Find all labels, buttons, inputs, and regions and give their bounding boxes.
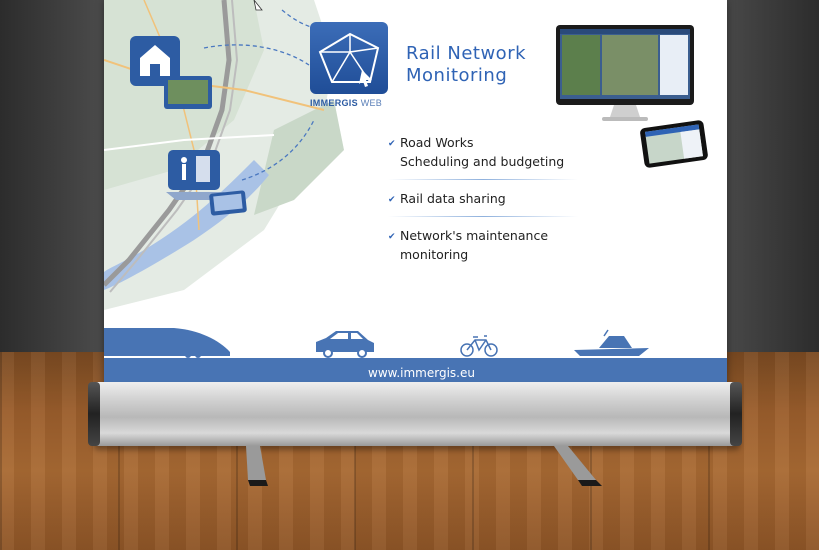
boat-icon (574, 329, 649, 356)
check-icon: ✔ (388, 232, 396, 242)
feature-line: Network's maintenance (400, 228, 549, 243)
desktop-monitor-image (556, 25, 696, 127)
check-icon: ✔ (388, 139, 396, 149)
map-graphic (104, 0, 404, 320)
stand-foot-right (554, 446, 602, 486)
feature-item-maintenance: ✔ Network's maintenance monitoring (388, 226, 588, 264)
feature-line: Rail data sharing (400, 191, 506, 206)
headline-line2: Monitoring (406, 65, 508, 86)
headline-line1: Rail Network (406, 43, 527, 64)
check-icon: ✔ (388, 195, 396, 205)
home-office-icon (130, 36, 212, 109)
bicycle-icon (460, 335, 498, 357)
brand-name-light: WEB (357, 98, 383, 108)
feature-line: monitoring (400, 247, 469, 262)
feature-line: Road Works (400, 135, 474, 150)
car-icon (316, 331, 374, 358)
stand-endcap-right (730, 382, 742, 446)
immergis-brand: IMMERGIS WEB (310, 22, 390, 108)
worker-icon (166, 150, 247, 216)
stand-foot-left (246, 446, 268, 486)
banner-stand-base (94, 382, 740, 446)
feature-item-road-works: ✔ Road Works Scheduling and budgeting (388, 133, 588, 171)
divider (388, 179, 578, 180)
vehicle-strip (104, 322, 727, 360)
divider (388, 216, 578, 217)
rollup-banner: IMMERGIS WEB Rail Network Monitoring (104, 0, 727, 395)
immergis-logo-icon (310, 22, 388, 94)
headline: Rail Network Monitoring (406, 43, 526, 87)
train-icon (104, 328, 230, 358)
map-illustration (104, 0, 404, 320)
stand-endcap-left (88, 382, 100, 446)
feature-line: Scheduling and budgeting (400, 154, 565, 169)
feature-list: ✔ Road Works Scheduling and budgeting ✔ … (388, 133, 588, 264)
brand-name-strong: IMMERGIS (310, 98, 358, 108)
tablet-image (638, 116, 710, 176)
feature-item-rail-data: ✔ Rail data sharing (388, 189, 588, 208)
brand-name: IMMERGIS WEB (310, 98, 390, 108)
